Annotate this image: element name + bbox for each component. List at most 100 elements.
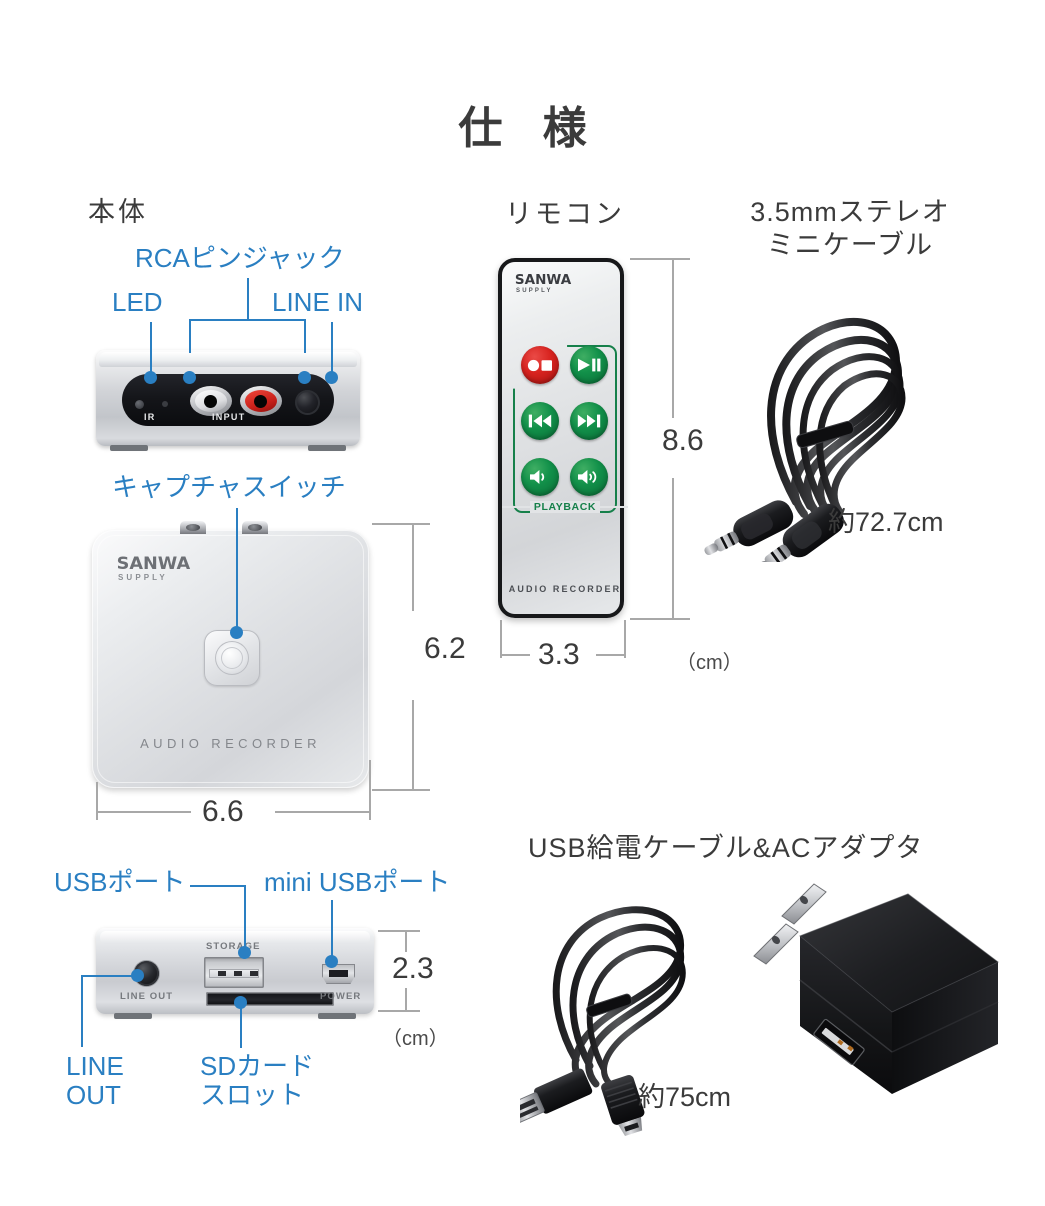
remote-volume-down-button[interactable] (521, 458, 559, 496)
dim-label-depth: 6.2 (424, 632, 466, 665)
stereo-cable-heading-line2: ミニケーブル (766, 229, 934, 260)
remote-brand-subname: SUPPLY (516, 288, 553, 294)
cable-tie (796, 420, 855, 449)
callout-led: LED (112, 287, 163, 317)
dim-tick-bottom-height (378, 1010, 420, 1012)
stereo-mini-cable-image (704, 318, 906, 562)
leader-mini-usb (331, 900, 333, 958)
leader-rca-bracket (189, 319, 305, 321)
main-unit-port-panel: STORAGE LINE OUT POWER (96, 928, 374, 1019)
dim-label-width: 6.6 (202, 795, 244, 828)
page-title: 仕 様 (458, 104, 601, 153)
leader-dot-rca-right (298, 371, 311, 384)
leader-dot-line-out (131, 969, 144, 982)
leader-dot-capture-switch (230, 626, 243, 639)
dim-line-remote-lower (672, 478, 674, 618)
playback-group-label: PLAYBACK (502, 501, 628, 513)
remote-volume-up-button[interactable] (570, 458, 608, 496)
callout-rca-pin-jack: RCAピンジャック (135, 243, 345, 273)
capture-switch-button[interactable] (204, 630, 260, 686)
stereo-cable-heading-line1: 3.5mmステレオ (750, 197, 950, 227)
ac-prongs (753, 883, 827, 965)
dim-line-remote-upper (672, 258, 674, 418)
usb-cable-tie (586, 993, 633, 1018)
line-in-minijack (295, 390, 320, 415)
dim-line-depth-lower (412, 700, 414, 789)
ac-adapter-body (799, 893, 999, 1094)
dim-tick-remote-bottom (630, 618, 690, 620)
led-indicator (135, 400, 144, 409)
callout-usb-port: USBポート (54, 867, 186, 897)
rear-panel-bevel (99, 352, 357, 367)
previous-track-icon (528, 414, 552, 428)
remote-previous-track-button[interactable] (521, 402, 559, 440)
leader-line-in (331, 322, 333, 374)
volume-up-icon (578, 470, 597, 484)
port-foot-left (114, 1013, 152, 1019)
remote-record-stop-button[interactable] (521, 346, 559, 384)
rear-foot-left (110, 445, 148, 451)
dim-line-height-lower (405, 988, 407, 1010)
leader-rca-right (304, 319, 306, 353)
callout-line-out: LINE OUT (66, 1051, 124, 1111)
leader-rca-stem (247, 278, 249, 320)
dim-tick-remote-top (630, 258, 690, 260)
leader-usb-v (244, 885, 246, 949)
dim-line-width-left (96, 811, 191, 813)
rear-foot-right (308, 445, 346, 451)
port-panel-bevel (100, 931, 370, 944)
dim-line-remote-width-right (596, 654, 625, 656)
leader-capture-switch (236, 508, 238, 630)
dim-tick-remote-left (500, 620, 502, 658)
rear-label-input: INPUT (212, 412, 246, 422)
port-label-power: POWER (320, 991, 362, 1002)
usb-cable-length-label: 約75cm (638, 1082, 732, 1112)
port-label-line-out: LINE OUT (120, 991, 174, 1002)
remote-control: SANWA SUPPLY PLAYBACK (498, 258, 628, 618)
leader-line-out-v (81, 975, 83, 1047)
rca-jack-right (240, 386, 282, 416)
leader-rca-left (189, 319, 191, 353)
leader-dot-mini-usb (325, 955, 338, 968)
leader-dot-line-in (325, 371, 338, 384)
leader-dot-led (144, 371, 157, 384)
stereo-plug-right (754, 503, 844, 562)
dim-label-remote-height: 8.6 (662, 424, 704, 457)
remote-next-track-button[interactable] (570, 402, 608, 440)
callout-mini-usb-port: mini USBポート (264, 867, 451, 897)
top-jack-stub-left (180, 521, 206, 534)
sd-card-slot (206, 992, 334, 1006)
callout-capture-switch: キャプチャスイッチ (112, 472, 346, 502)
stereo-plug-left (704, 500, 794, 556)
unit-note-remote: （cm） (676, 652, 743, 674)
dim-tick-top-depth (372, 523, 430, 525)
remote-play-pause-button[interactable] (570, 346, 608, 384)
ac-usb-output-socket (813, 1018, 865, 1066)
product-name-top: AUDIO RECORDER (140, 736, 321, 751)
dim-tick-bottom-depth (372, 789, 430, 791)
brand-subname: SUPPLY (118, 573, 168, 582)
section-heading-main-unit: 本体 (88, 197, 148, 227)
main-unit-rear-panel: IR INPUT (96, 350, 360, 451)
remote-brand-name: SANWA (514, 273, 572, 288)
next-track-icon (577, 414, 601, 428)
callout-line-out-line2: OUT (66, 1080, 121, 1111)
leader-usb-h (190, 885, 246, 887)
usb-a-plug (520, 1068, 593, 1124)
leader-dot-usb (238, 946, 251, 959)
ir-receiver (162, 401, 168, 407)
section-heading-usb-ac: USB給電ケーブル&ACアダプタ (528, 833, 924, 863)
leader-line-out-h (81, 975, 137, 977)
dim-tick-top-height (378, 930, 420, 932)
brand-name: SANWA (116, 554, 191, 574)
port-label-storage: STORAGE (206, 941, 261, 952)
callout-sd-slot-line2: スロット (200, 1080, 305, 1111)
leader-led (150, 322, 152, 374)
dim-label-remote-width: 3.3 (538, 638, 580, 671)
dim-label-height: 2.3 (392, 952, 434, 985)
callout-line-out-line1: LINE (66, 1051, 124, 1081)
callout-sd-slot: SDカード スロット (200, 1051, 314, 1111)
mini-usb-port (322, 964, 355, 984)
unit-note-bottom: （cm） (382, 1028, 449, 1050)
